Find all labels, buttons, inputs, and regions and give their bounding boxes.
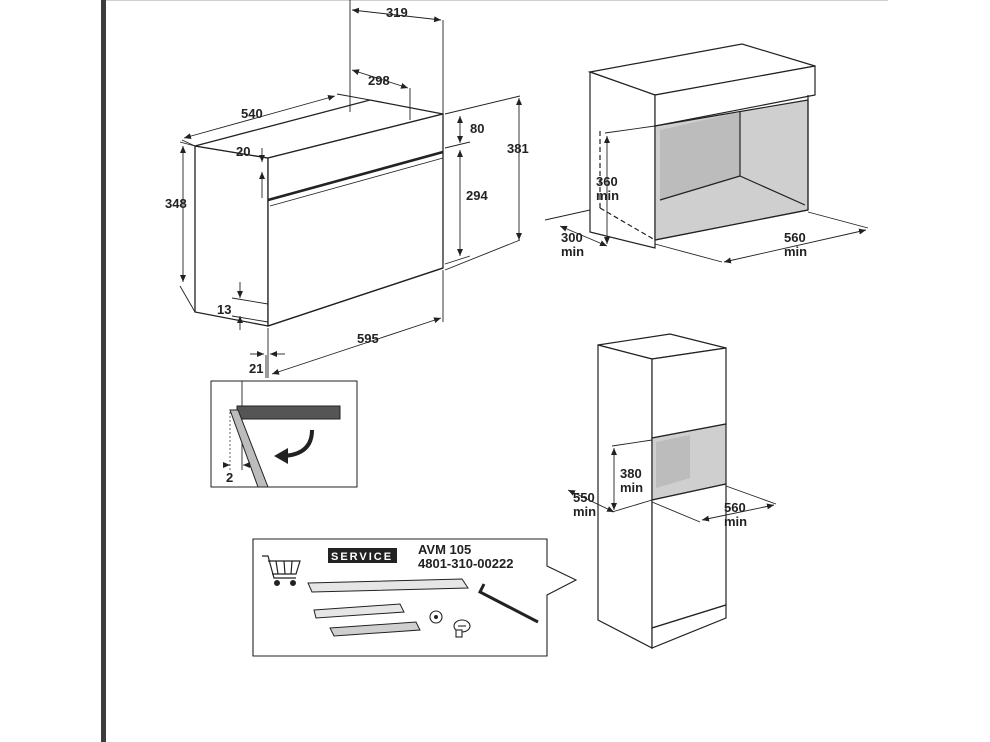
screw-icon [453,619,471,638]
wall-cabinet-labels: 360 min 300 min 560 min [561,174,807,259]
service-model: AVM 105 [418,542,471,557]
dim-21: 21 [249,361,263,376]
dim-550-unit: min [573,504,596,519]
dim-294: 294 [466,188,488,203]
wall-cabinet-drawing [587,43,816,249]
service-panel: SERVICE AVM 105 4801-310-00222 [252,538,578,657]
column-drawing [597,333,727,649]
column-labels: 380 min 550 min 560 min [573,466,747,529]
oven-dimension-labels: 319 298 540 20 348 80 381 294 13 595 21 [165,5,529,376]
dim-560-wall: 560 [784,230,806,245]
top-border [106,0,888,1]
service-part-code: 4801-310-00222 [418,556,513,571]
oven-side [194,145,269,327]
dim-319: 319 [386,5,408,20]
rotate-arrow-icon [274,429,314,464]
spare-part-rails [307,578,469,637]
dim-20: 20 [236,144,250,159]
dim-381: 381 [507,141,529,156]
dim-300-unit: min [561,244,584,259]
dim-360: 360 [596,174,618,189]
dim-300: 300 [561,230,583,245]
column-dimensions [567,439,777,523]
dim-560-wall-unit: min [784,244,807,259]
shopping-cart-icon [262,555,301,586]
dim-80: 80 [470,121,484,136]
dim-2: 2 [226,470,233,485]
dim-550: 550 [573,490,595,505]
dim-13: 13 [217,302,231,317]
dim-540: 540 [241,106,263,121]
left-border [101,0,106,742]
service-badge-bg [328,548,397,563]
hex-key-icon [477,583,539,624]
dim-348: 348 [165,196,187,211]
wall-cabinet-dimensions [544,125,869,264]
dim-595: 595 [357,331,379,346]
dim-560-column: 560 [724,500,746,515]
dim-560-column-unit: min [724,514,747,529]
dim-380: 380 [620,466,642,481]
dim-298: 298 [368,73,390,88]
dim-380-unit: min [620,480,643,495]
oven-drawing [194,99,444,327]
dim-360-unit: min [596,188,619,203]
washer-icon [429,610,443,624]
oven-dimensions [179,0,522,378]
door-detail: 2 [210,380,358,488]
service-badge: SERVICE [331,551,393,563]
